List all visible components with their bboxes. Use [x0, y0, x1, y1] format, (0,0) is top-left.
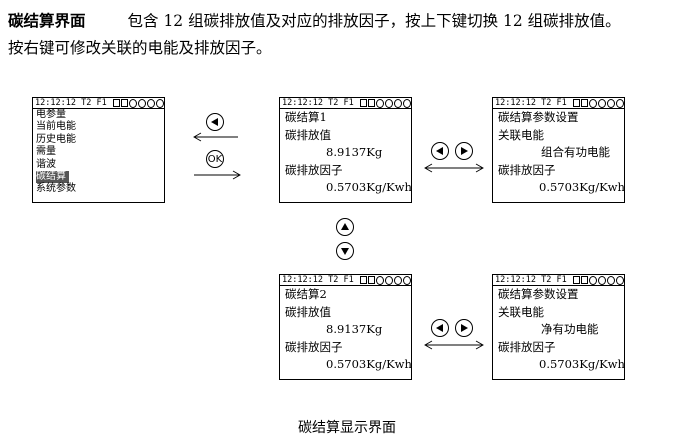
- up-button: [336, 218, 354, 236]
- screen-title: 碳结算2: [285, 287, 327, 301]
- circle-indicator-icon: [376, 98, 385, 108]
- factor-value: 0.5703Kg/Kwh: [539, 357, 625, 371]
- left-button: [431, 142, 449, 160]
- right-arrow-icon: [461, 147, 468, 155]
- circle-indicator-icon: [129, 98, 138, 108]
- ok-button-label: OK: [207, 153, 223, 165]
- status-bar: 12:12:12 T2 F1: [280, 275, 412, 286]
- lr-arrow-top-left-head: [424, 163, 433, 173]
- circle-indicator-icon: [616, 98, 625, 108]
- left-arrow-icon: [436, 324, 443, 332]
- left-button: [206, 113, 224, 131]
- square-indicator-icon: [120, 99, 129, 107]
- circle-indicator-icon: [598, 98, 607, 108]
- down-arrow-icon: [341, 248, 349, 255]
- factor-value: 0.5703Kg/Kwh: [326, 180, 412, 194]
- circle-indicator-icon: [394, 275, 403, 285]
- right-button: [455, 319, 473, 337]
- up-arrow-icon: [341, 223, 349, 230]
- back-arrow-head: [193, 132, 202, 142]
- circle-indicator-icon: [385, 275, 394, 285]
- right-button: [455, 142, 473, 160]
- left-button: [431, 319, 449, 337]
- circle-indicator-icon: [598, 275, 607, 285]
- screen-carbon-settings-1: 12:12:12 T2 F1 碳结算参数设置 关联电能 组合有功电能 碳排放因子…: [492, 97, 625, 203]
- menu-list: 电参量 当前电能 历史电能 需量 谐波 碳结算 系统参数: [33, 109, 164, 196]
- status-bar: 12:12:12 T2 F1: [33, 98, 165, 109]
- status-flag: F1: [96, 98, 107, 108]
- factor-label: 碳排放因子: [285, 162, 343, 177]
- menu-item: 当前电能: [36, 121, 76, 133]
- square-indicator-icon: [580, 276, 589, 284]
- ok-arrow-head: [232, 170, 241, 180]
- square-indicator-icon: [580, 99, 589, 107]
- down-button: [336, 242, 354, 260]
- status-bar: 12:12:12 T2 F1: [493, 98, 625, 109]
- screen-main-menu: 12:12:12 T2 F1 电参量 当前电能 历史电能 需量 谐波 碳结算 系…: [32, 97, 165, 203]
- circle-indicator-icon: [589, 98, 598, 108]
- factor-label: 碳排放因子: [498, 339, 556, 354]
- lr-arrow-bottom-right-head: [475, 340, 484, 350]
- status-tariff: T2: [81, 98, 92, 108]
- circle-indicator-icon: [589, 275, 598, 285]
- right-arrow-icon: [461, 324, 468, 332]
- menu-item: 系统参数: [36, 183, 76, 195]
- circle-indicator-icon: [403, 275, 412, 285]
- status-time: 12:12:12: [35, 98, 76, 108]
- screen-title: 碳结算参数设置: [498, 110, 579, 124]
- circle-indicator-icon: [403, 98, 412, 108]
- menu-item-selected: 碳结算: [33, 171, 164, 184]
- screen-title: 碳结算参数设置: [498, 287, 579, 301]
- status-bar: 12:12:12 T2 F1: [280, 98, 412, 109]
- section-title: 碳结算界面: [8, 12, 86, 30]
- ok-button: OK: [206, 150, 224, 168]
- circle-indicator-icon: [607, 275, 616, 285]
- left-arrow-icon: [436, 147, 443, 155]
- square-indicator-icon: [359, 276, 367, 284]
- square-indicator-icon: [367, 276, 376, 284]
- left-arrow-icon: [211, 118, 218, 126]
- lr-arrow-top-right-head: [475, 163, 484, 173]
- screen-title: 碳结算1: [285, 110, 327, 124]
- circle-indicator-icon: [616, 275, 625, 285]
- square-indicator-icon: [112, 99, 120, 107]
- factor-value: 0.5703Kg/Kwh: [326, 357, 412, 371]
- status-bar: 12:12:12 T2 F1: [493, 275, 625, 286]
- circle-indicator-icon: [385, 98, 394, 108]
- emission-value: 8.9137Kg: [326, 145, 383, 159]
- menu-item: 谐波: [36, 158, 56, 170]
- linked-energy-value: 组合有功电能: [541, 145, 610, 159]
- factor-label: 碳排放因子: [285, 339, 343, 354]
- circle-indicator-icon: [156, 98, 165, 108]
- factor-value: 0.5703Kg/Kwh: [539, 180, 625, 194]
- emission-value: 8.9137Kg: [326, 322, 383, 336]
- factor-label: 碳排放因子: [498, 162, 556, 177]
- menu-item: 历史电能: [36, 133, 76, 145]
- lr-arrow-bottom-left-head: [424, 340, 433, 350]
- square-indicator-icon: [572, 276, 580, 284]
- figure-caption: 碳结算显示界面: [298, 420, 396, 436]
- circle-indicator-icon: [394, 98, 403, 108]
- square-indicator-icon: [359, 99, 367, 107]
- circle-indicator-icon: [147, 98, 156, 108]
- emission-label: 碳排放值: [285, 127, 331, 142]
- intro-paragraph: 碳结算界面 包含 12 组碳排放值及对应的排放因子，按上下键切换 12 组碳排放值…: [8, 8, 688, 62]
- screen-carbon-settings-2: 12:12:12 T2 F1 碳结算参数设置 关联电能 净有功电能 碳排放因子 …: [492, 274, 625, 380]
- circle-indicator-icon: [138, 98, 147, 108]
- circle-indicator-icon: [607, 98, 616, 108]
- emission-label: 碳排放值: [285, 304, 331, 319]
- linked-energy-label: 关联电能: [498, 304, 544, 319]
- linked-energy-label: 关联电能: [498, 127, 544, 142]
- linked-energy-value: 净有功电能: [541, 322, 599, 336]
- screen-carbon-calc-2: 12:12:12 T2 F1 碳结算2 碳排放值 8.9137Kg 碳排放因子 …: [279, 274, 412, 380]
- menu-item: 需量: [36, 146, 56, 158]
- intro-line2: 按右键可修改关联的电能及排放因子。: [8, 39, 272, 57]
- square-indicator-icon: [367, 99, 376, 107]
- screen-carbon-calc-1: 12:12:12 T2 F1 碳结算1 碳排放值 8.9137Kg 碳排放因子 …: [279, 97, 412, 203]
- circle-indicator-icon: [376, 275, 385, 285]
- menu-item: 电参量: [36, 109, 66, 120]
- intro-line1: 包含 12 组碳排放值及对应的排放因子，按上下键切换 12 组碳排放值。: [127, 12, 621, 30]
- square-indicator-icon: [572, 99, 580, 107]
